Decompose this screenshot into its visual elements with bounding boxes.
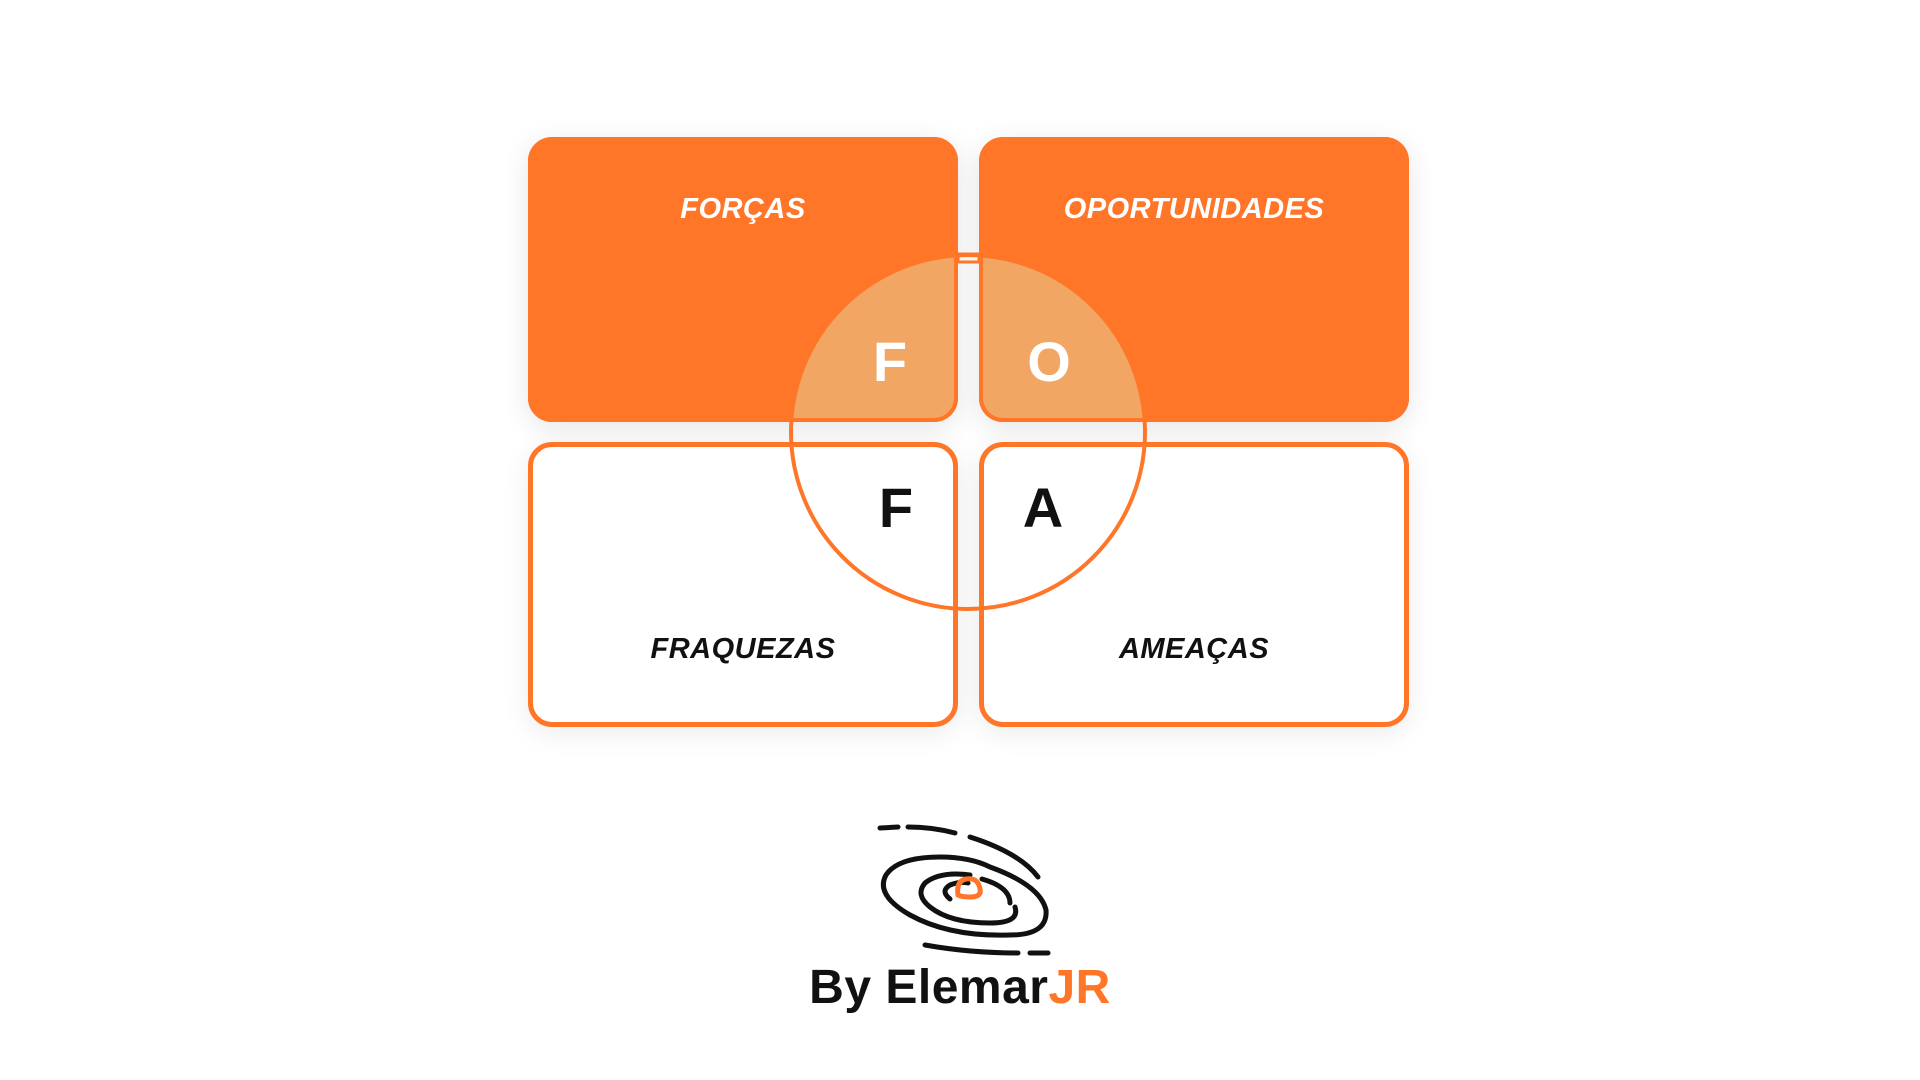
brand-suffix: JR (1048, 961, 1111, 1014)
letter-fraquezas: F (878, 476, 914, 539)
quadrant-forcas-title: FORÇAS (680, 193, 806, 225)
brand-signature: By ElemarJR (0, 960, 1920, 1015)
circle-top-gap (956, 252, 981, 264)
brand-prefix: By Elemar (809, 961, 1049, 1014)
quadrant-oportunidades-title: OPORTUNIDADES (1063, 193, 1325, 225)
quadrant-ameacas-title: AMEAÇAS (1118, 633, 1270, 665)
letter-oportunidades: O (1027, 330, 1071, 393)
quadrant-fraquezas-title: FRAQUEZAS (650, 633, 836, 665)
letter-ameacas: A (1022, 476, 1064, 539)
spiral-galaxy-icon (877, 824, 1051, 956)
letter-forcas: F (872, 330, 908, 393)
